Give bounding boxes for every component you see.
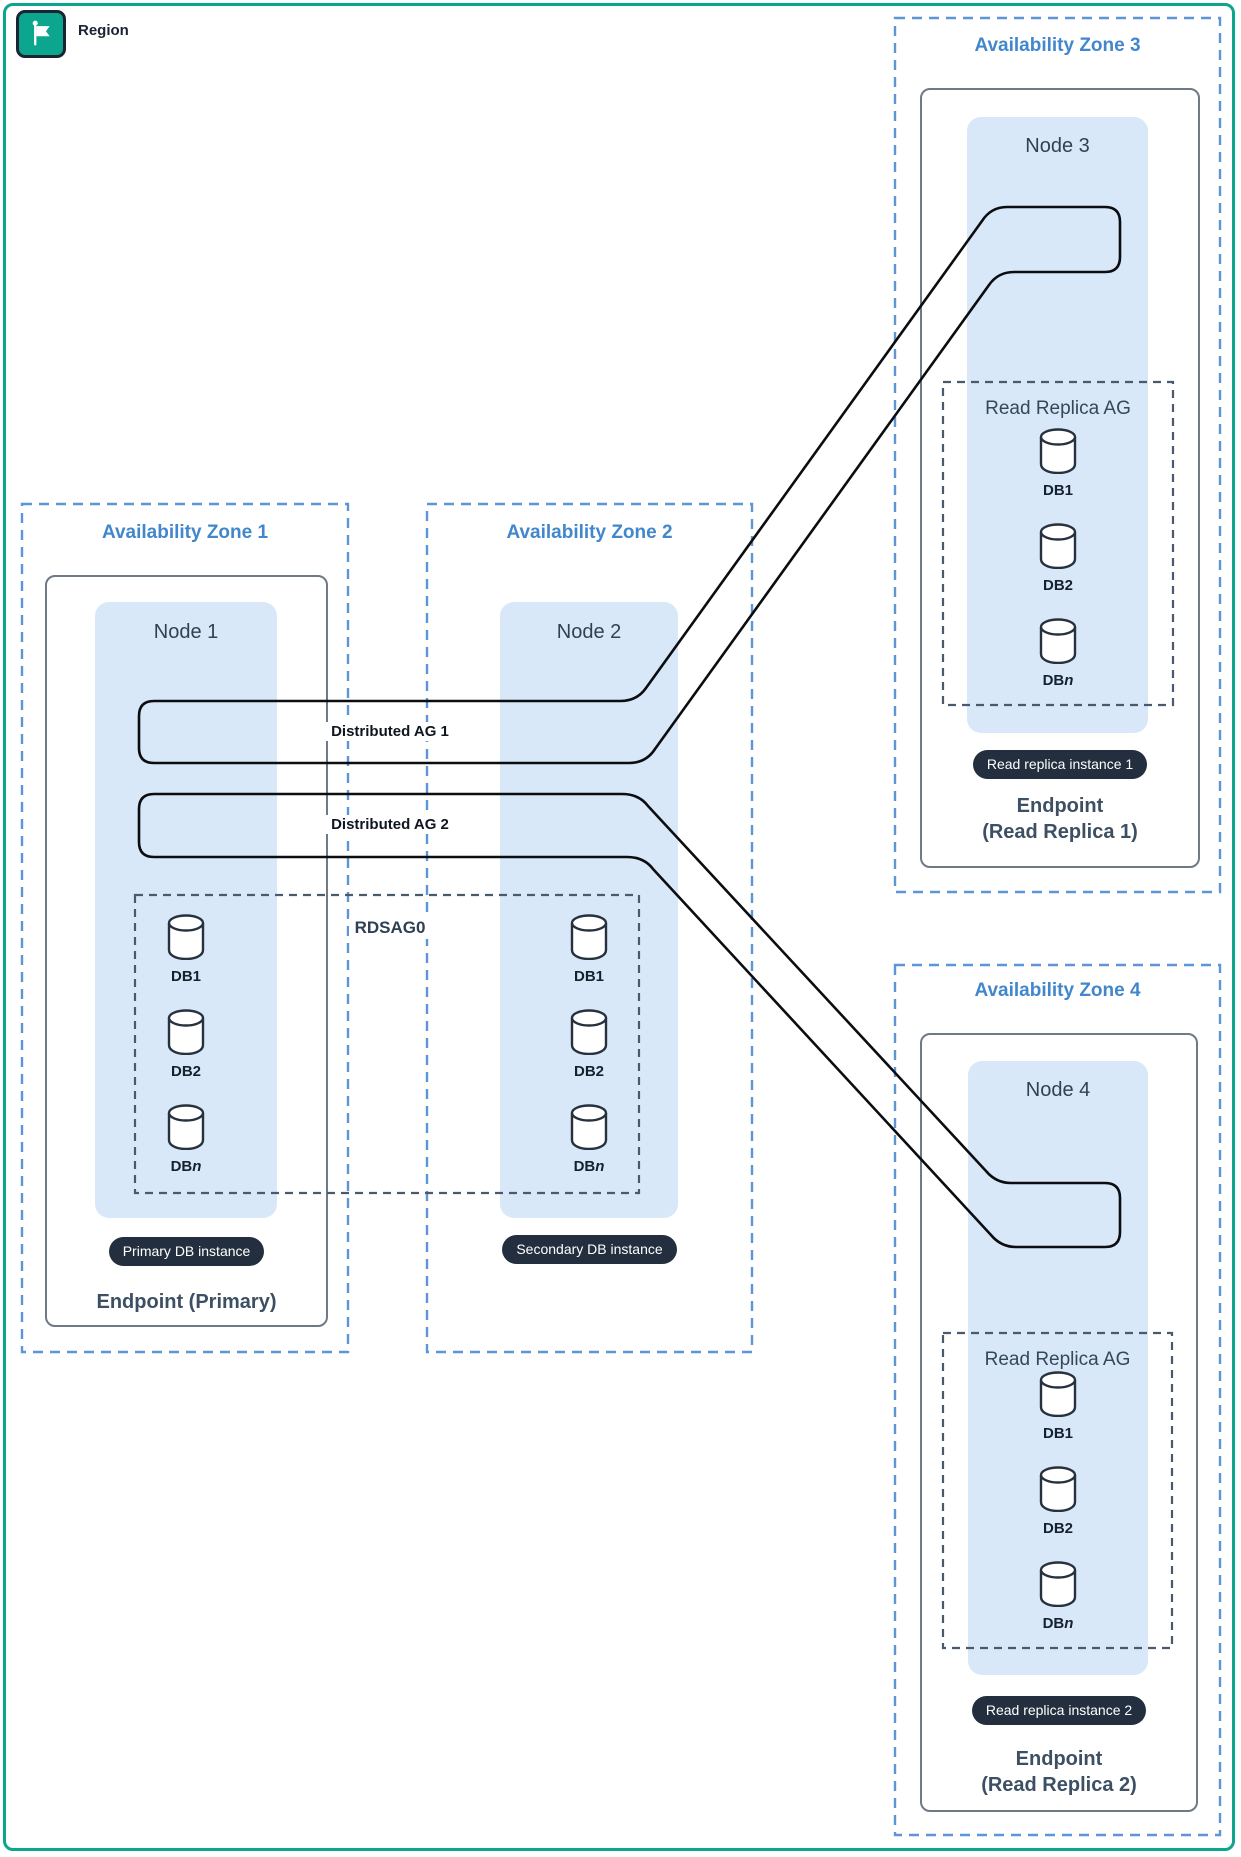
node2-db1: DB1	[544, 914, 634, 985]
node2-title: Node 2	[556, 621, 622, 643]
endpoint-read-replica-1-label: Endpoint (Read Replica 1)	[920, 793, 1200, 845]
read-replica-ag-label-az4: Read Replica AG	[984, 1349, 1131, 1370]
rdsag0-label: RDSAG0	[330, 917, 450, 939]
database-cylinder-icon	[1039, 428, 1077, 474]
db-label: DB1	[1042, 482, 1073, 499]
node3-db2: DB2	[1013, 523, 1103, 594]
region-flag-icon	[16, 10, 66, 58]
node4-db2: DB2	[1013, 1466, 1103, 1537]
endpoint-line1: Endpoint	[1016, 795, 1104, 817]
az2-title: Availability Zone 2	[506, 522, 673, 543]
node4-db1: DB1	[1013, 1371, 1103, 1442]
db-label: DB1	[573, 968, 604, 985]
node2-db2: DB2	[544, 1009, 634, 1080]
database-cylinder-icon	[1039, 618, 1077, 664]
node1-db1: DB1	[141, 914, 231, 985]
node3-db1: DB1	[1013, 428, 1103, 499]
node4-title: Node 4	[1025, 1079, 1091, 1101]
endpoint-line2: (Read Replica 2)	[981, 1774, 1137, 1796]
region-label: Region	[78, 22, 129, 39]
primary-db-instance-badge: Primary DB instance	[45, 1237, 328, 1266]
db-label: DB2	[573, 1063, 604, 1080]
secondary-db-instance-badge: Secondary DB instance	[427, 1235, 752, 1264]
distributed-ag2-label: Distributed AG 2	[250, 815, 530, 834]
node4-dbn: DBn	[1013, 1561, 1103, 1632]
db-label: DB2	[1042, 577, 1073, 594]
db-label: DBn	[573, 1158, 605, 1175]
node3-title: Node 3	[1025, 135, 1090, 157]
database-cylinder-icon	[167, 1104, 205, 1150]
node3-dbn: DBn	[1013, 618, 1103, 689]
database-cylinder-icon	[570, 1104, 608, 1150]
db-label: DB2	[1042, 1520, 1073, 1537]
db-label: DBn	[1042, 672, 1074, 689]
az1-title: Availability Zone 1	[101, 522, 269, 543]
database-cylinder-icon	[1039, 1466, 1077, 1512]
region-border	[3, 3, 1235, 1851]
endpoint-line1: Endpoint	[1015, 1748, 1103, 1770]
read-replica-instance-2-badge: Read replica instance 2	[920, 1696, 1198, 1725]
az3-title: Availability Zone 3	[974, 35, 1141, 56]
database-cylinder-icon	[1039, 523, 1077, 569]
database-cylinder-icon	[1039, 1561, 1077, 1607]
read-replica-ag-label-az3: Read Replica AG	[985, 398, 1131, 419]
endpoint-read-replica-2-label: Endpoint (Read Replica 2)	[920, 1746, 1198, 1798]
database-cylinder-icon	[570, 914, 608, 960]
az4-title: Availability Zone 4	[974, 980, 1141, 1001]
database-cylinder-icon	[167, 1009, 205, 1055]
endpoint-line2: (Read Replica 1)	[982, 821, 1138, 843]
node1-title: Node 1	[153, 621, 219, 643]
db-label: DB1	[170, 968, 201, 985]
db-label: DBn	[1042, 1615, 1074, 1632]
node2-dbn: DBn	[544, 1104, 634, 1175]
read-replica-instance-1-badge: Read replica instance 1	[920, 750, 1200, 779]
node1-db2: DB2	[141, 1009, 231, 1080]
db-label: DB1	[1042, 1425, 1073, 1442]
endpoint-primary-label: Endpoint (Primary)	[96, 1291, 277, 1313]
db-label: DBn	[170, 1158, 202, 1175]
database-cylinder-icon	[167, 914, 205, 960]
node1-dbn: DBn	[141, 1104, 231, 1175]
database-cylinder-icon	[1039, 1371, 1077, 1417]
distributed-ag1-label: Distributed AG 1	[250, 722, 530, 741]
database-cylinder-icon	[570, 1009, 608, 1055]
db-label: DB2	[170, 1063, 201, 1080]
